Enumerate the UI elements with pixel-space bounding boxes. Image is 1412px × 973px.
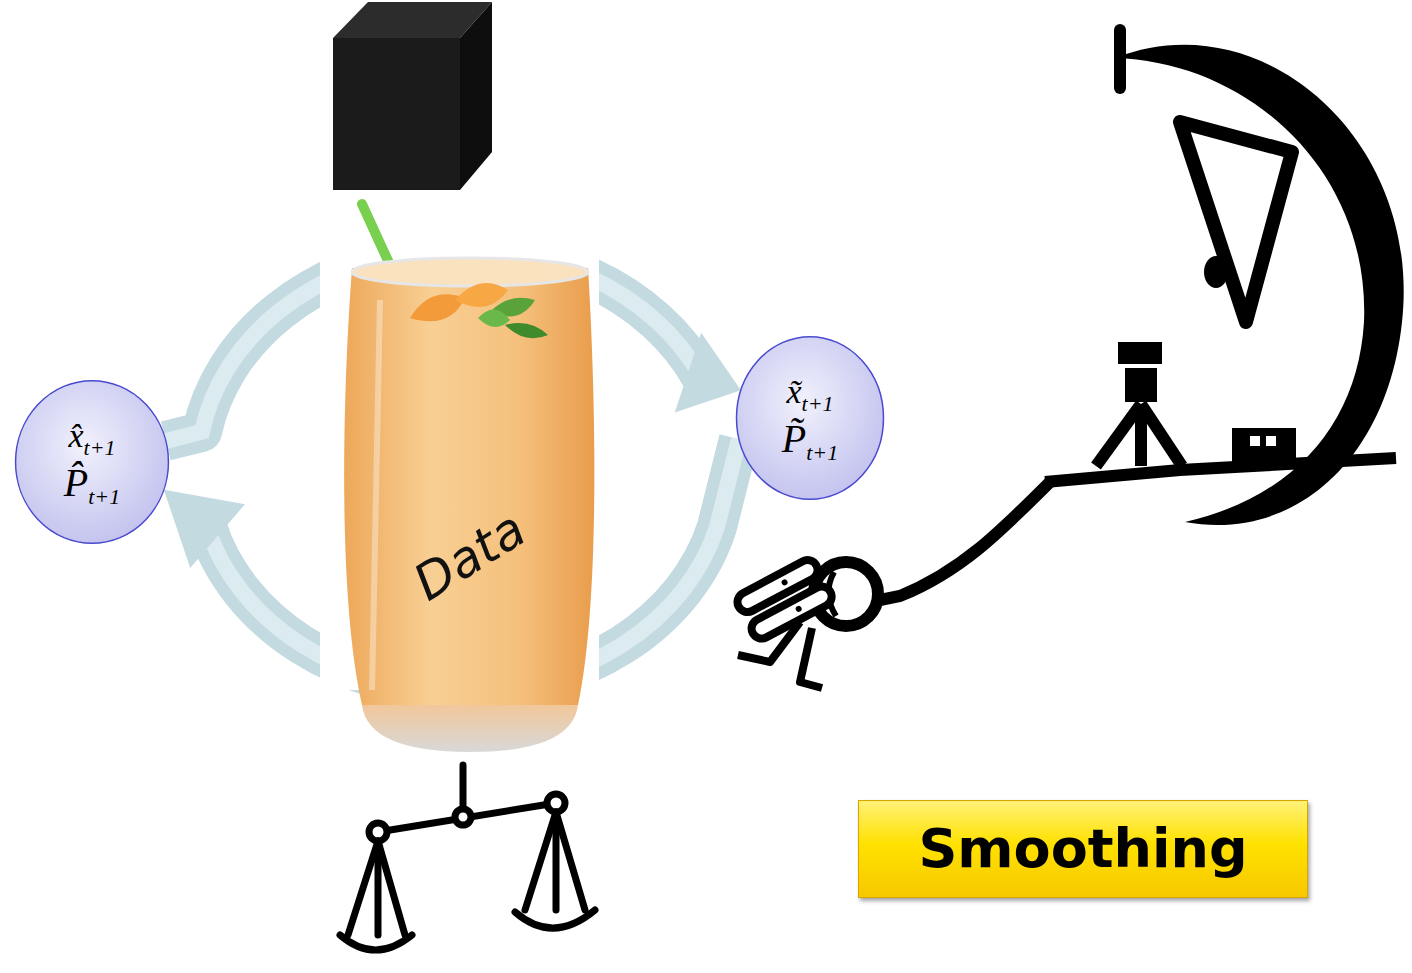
state-symbol: P̃ [782, 416, 806, 461]
satellite-dish-part [1118, 342, 1162, 364]
black-box-cube-part [460, 2, 492, 190]
arrowhead [164, 490, 245, 568]
satellite-dish [1045, 30, 1404, 525]
balance-scale-part [375, 841, 382, 935]
balance-scale-part [340, 935, 412, 950]
balance-scale-part [515, 910, 595, 928]
smoothie-glass-part [478, 309, 510, 327]
node-text-group: x̃t+1P̃t+1 [782, 372, 838, 465]
symbol-row: x̃t+1 [782, 372, 838, 416]
power-plug-part [738, 622, 800, 662]
symbol-row: P̂t+1 [64, 460, 120, 509]
satellite-dish-part [1115, 45, 1404, 525]
state-symbol: x̃ [786, 373, 801, 410]
power-plug [734, 482, 1050, 688]
time-subscript: t+1 [88, 483, 120, 508]
ellipse-outline [14, 379, 170, 545]
smoothie-glass-part [505, 323, 548, 338]
state-ellipse: x̃t+1P̃t+1 [735, 335, 885, 501]
black-box-cube [333, 2, 492, 190]
balance-scale-part [553, 812, 560, 910]
symbol-row: P̃t+1 [782, 416, 838, 465]
state-symbol: P̂ [64, 460, 88, 505]
node-text-group: Smoothing [918, 818, 1247, 880]
balance-scale-part [378, 841, 405, 935]
ellipse-outline [737, 337, 884, 500]
ellipse-outline [16, 381, 169, 544]
label-box: Smoothing [858, 800, 1308, 898]
balance-scale-part [348, 841, 378, 935]
smoothie-glass-part [372, 300, 380, 690]
balance-scale [340, 765, 595, 950]
smoothie-glass-part [362, 705, 578, 752]
power-plug-part [880, 482, 1050, 600]
state-symbol: x̂ [68, 417, 83, 454]
satellite-dish-part [1204, 256, 1228, 288]
satellite-dish-part [1266, 436, 1276, 446]
symbol-row: x̂t+1 [64, 416, 120, 460]
box-title: Smoothing [918, 818, 1247, 880]
time-subscript: t+1 [84, 434, 116, 459]
balance-scale-part [455, 809, 471, 825]
satellite-dish-part [1096, 404, 1182, 466]
satellite-dish-part [1125, 368, 1157, 402]
arrowhead [675, 333, 741, 413]
node-text-group: x̂t+1P̂t+1 [64, 416, 120, 509]
satellite-dish-part [1114, 30, 1126, 88]
black-box-cube-part [333, 38, 460, 190]
time-subscript: t+1 [806, 439, 838, 464]
state-ellipse: x̂t+1P̂t+1 [14, 379, 170, 545]
power-plug-part-part [795, 605, 803, 613]
ellipse-outline [735, 335, 885, 501]
power-plug-part [734, 557, 835, 642]
smoothie-glass-part [352, 258, 588, 286]
satellite-dish-part [1250, 436, 1260, 446]
smoothie-glass [344, 204, 594, 752]
satellite-dish-part [1180, 122, 1292, 322]
smoothie-glass-part [455, 283, 508, 307]
time-subscript: t+1 [802, 390, 834, 415]
power-plug-part-part [781, 578, 789, 586]
smoothie-glass-part [344, 268, 594, 705]
balance-scale-part [460, 765, 467, 812]
balance-scale-part [378, 803, 556, 832]
satellite-dish-part [1045, 458, 1396, 482]
power-plug-part [800, 628, 822, 688]
balance-scale-part [556, 812, 585, 910]
balance-scale-part [525, 812, 556, 910]
